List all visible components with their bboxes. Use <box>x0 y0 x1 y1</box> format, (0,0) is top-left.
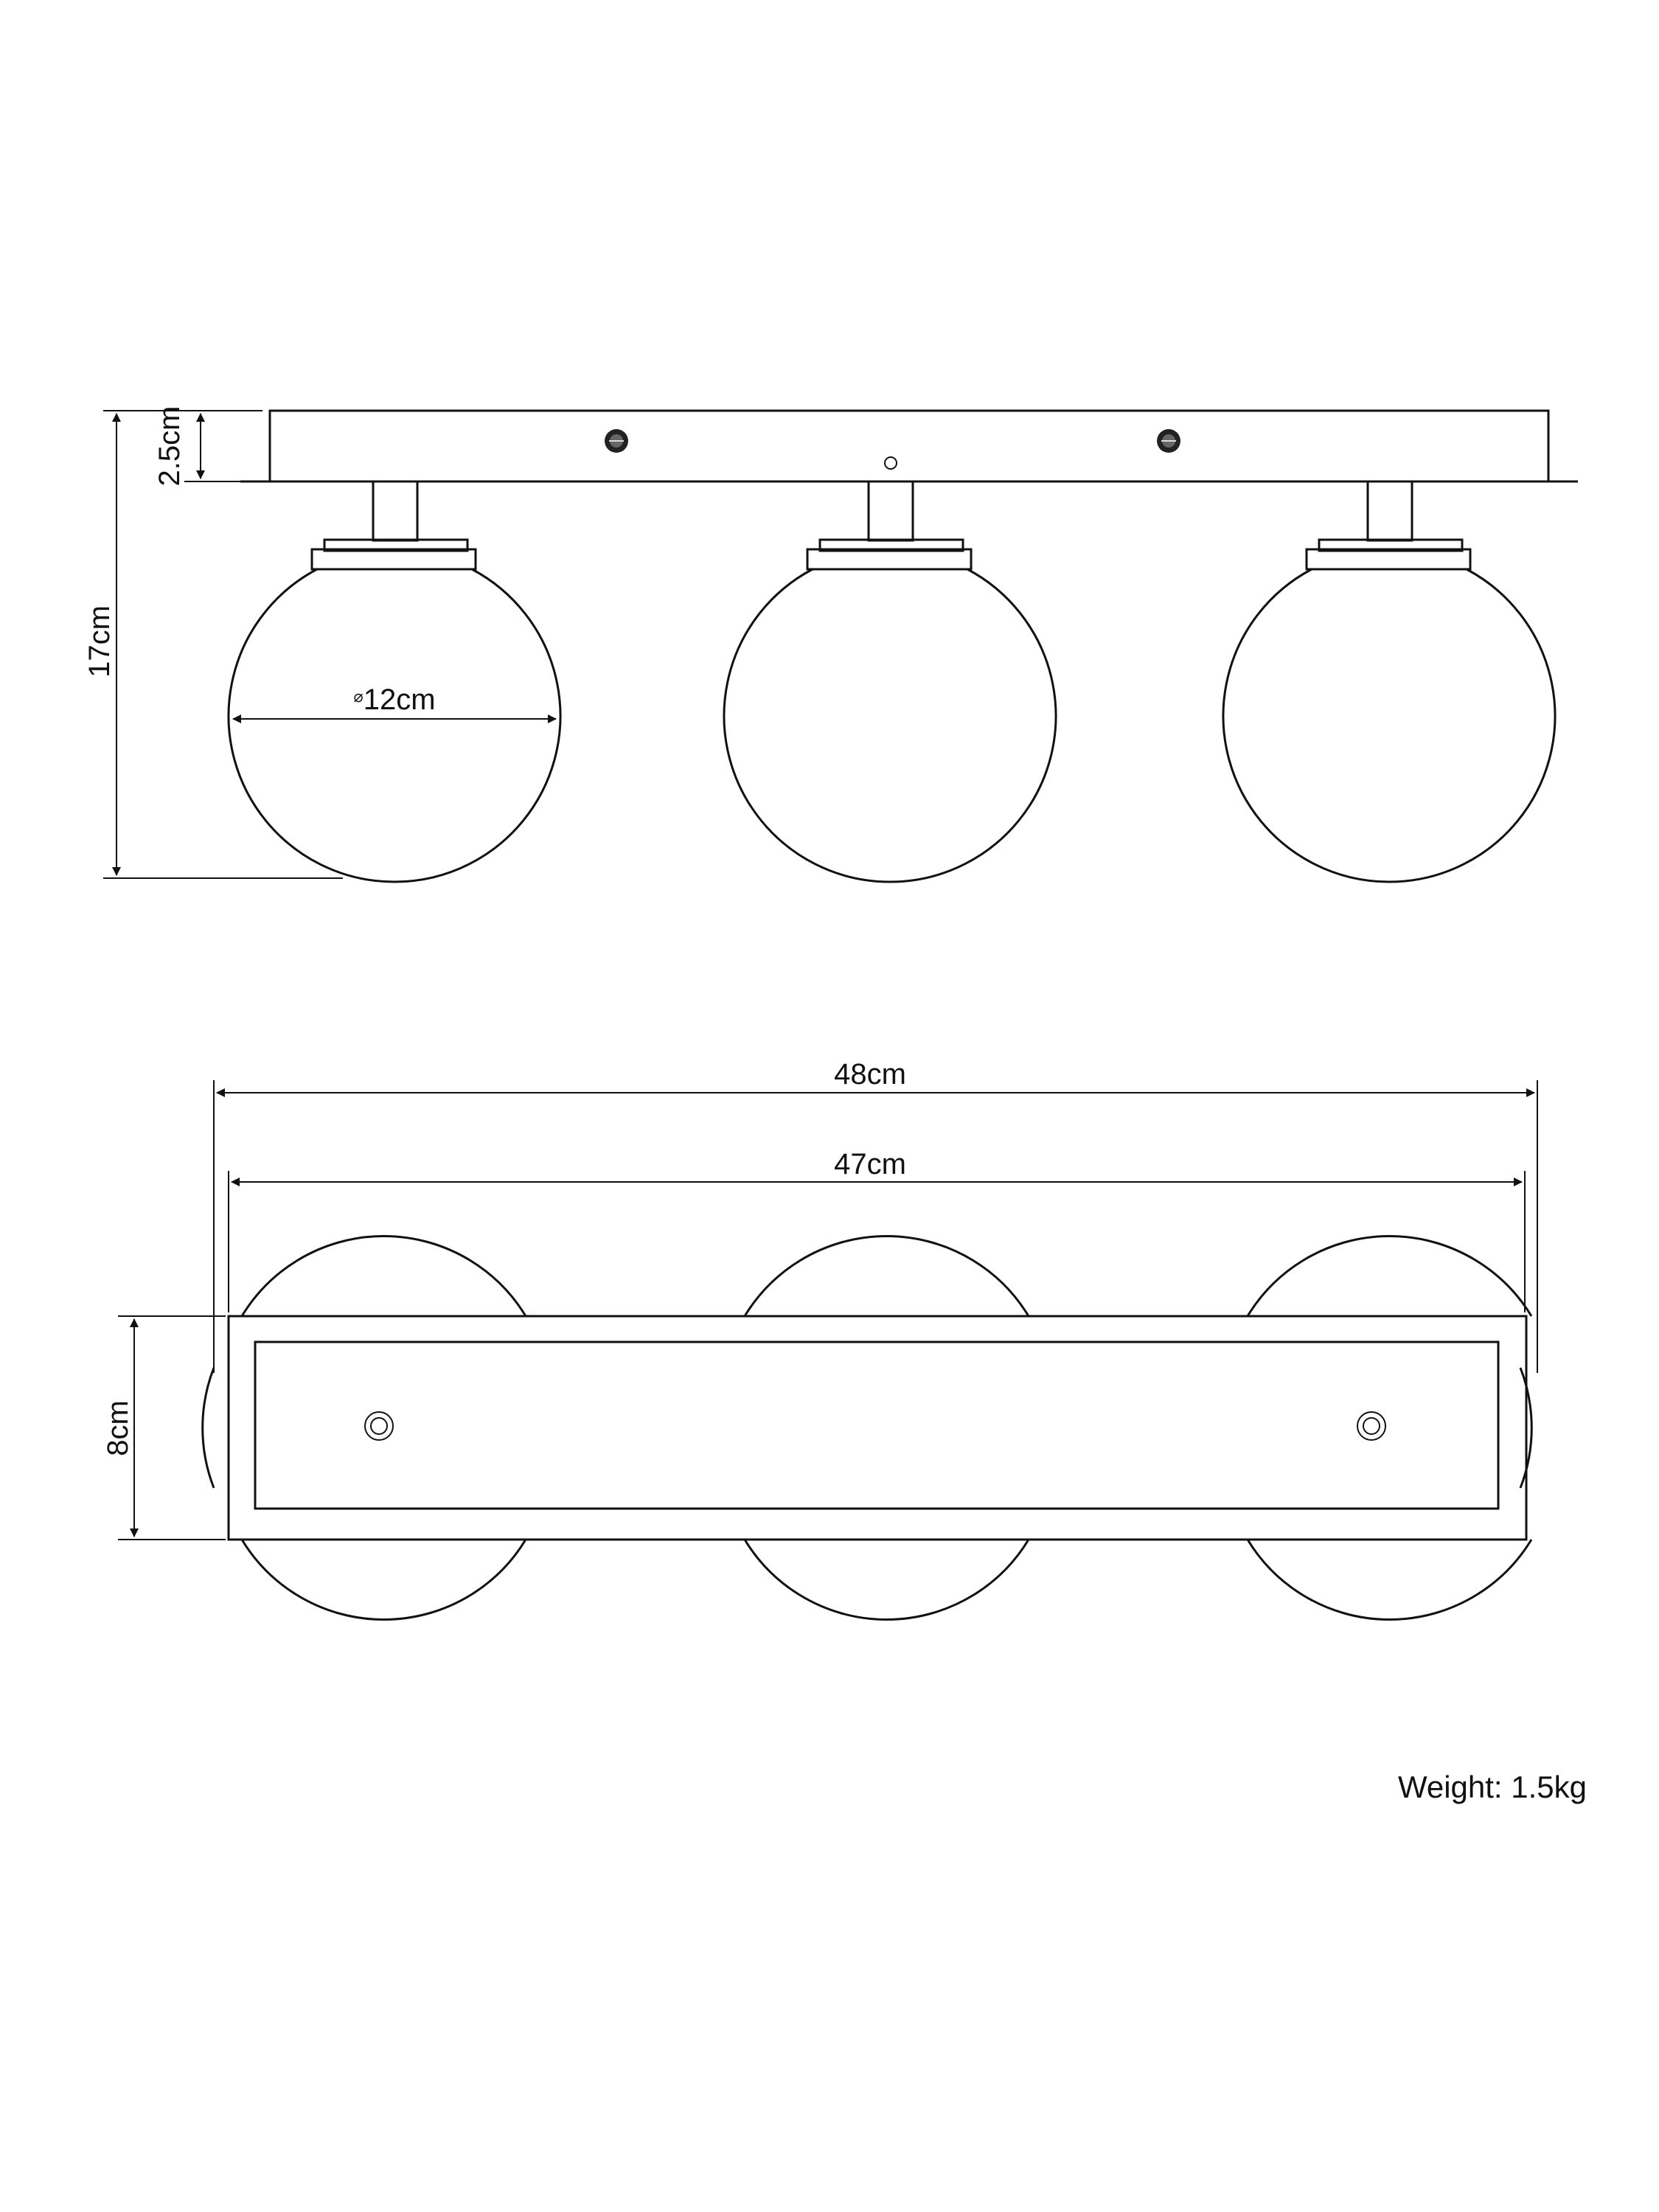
label-12cm: ⌀12cm <box>353 684 435 716</box>
globe-top <box>1246 1235 1533 1621</box>
globe-top <box>743 1235 1030 1621</box>
label-47cm: 47cm <box>834 1148 906 1180</box>
screw-icon <box>1357 1411 1386 1441</box>
label-2-5cm: 2.5cm <box>153 406 186 487</box>
center-hole <box>884 456 897 470</box>
weight-label: Weight: 1.5kg <box>1397 1770 1587 1804</box>
backplate-top <box>227 1315 1528 1541</box>
globe-assembly <box>1222 480 1557 883</box>
globe-assembly <box>227 480 562 883</box>
backplate-inner <box>254 1340 1500 1510</box>
side-view: 17cm 2.5cm ⌀12cm <box>83 406 1578 883</box>
screw-icon <box>605 429 628 453</box>
globe-assembly <box>723 480 1057 883</box>
top-view: 48cm 47cm 8cm <box>102 1058 1538 1621</box>
label-17cm: 17cm <box>83 605 116 678</box>
screw-icon <box>364 1411 394 1441</box>
label-48cm: 48cm <box>834 1058 906 1091</box>
label-8cm: 8cm <box>102 1400 134 1456</box>
diameter-icon: ⌀ <box>353 687 363 706</box>
backplate-side <box>268 409 1550 483</box>
screw-icon <box>1157 429 1180 453</box>
globe-top <box>201 1235 527 1621</box>
